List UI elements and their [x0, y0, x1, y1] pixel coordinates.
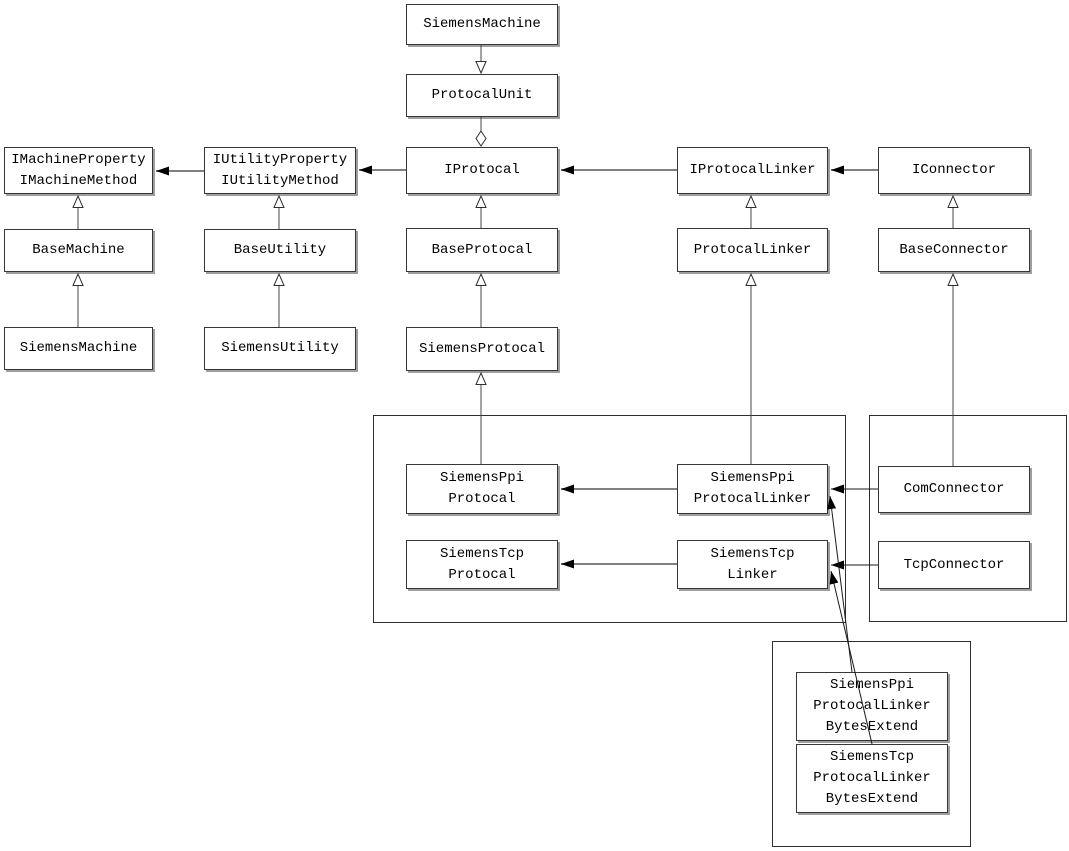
- class-label: IProtocal: [444, 162, 520, 178]
- class-box-base-utility: BaseUtility: [204, 229, 356, 272]
- class-box-siemens-tcp-linker: SiemensTcp Linker: [677, 540, 828, 589]
- class-box-siemens-ppi-protocal-linker-bytes-extend: SiemensPpi ProtocalLinker BytesExtend: [796, 672, 948, 741]
- group-box-connector-implementations: [869, 415, 1067, 622]
- class-box-base-machine: BaseMachine: [4, 229, 153, 272]
- class-box-imachine-property-method: IMachineProperty IMachineMethod: [4, 147, 153, 194]
- class-box-siemens-utility: SiemensUtility: [204, 327, 356, 370]
- class-box-siemens-machine: SiemensMachine: [4, 327, 153, 370]
- class-label: BaseConnector: [899, 241, 1009, 258]
- class-box-iprotocal-linker: IProtocalLinker: [677, 147, 828, 194]
- class-label: SiemensPpi Protocal: [439, 470, 524, 507]
- class-box-siemens-tcp-protocal: SiemensTcp Protocal: [406, 540, 558, 589]
- class-box-siemens-ppi-protocal: SiemensPpi Protocal: [406, 464, 558, 514]
- class-label: SiemensMachine: [19, 340, 138, 356]
- class-box-protocal-unit: ProtocalUnit: [406, 74, 558, 117]
- class-label: BaseUtility: [233, 242, 327, 258]
- class-label: IConnector: [911, 162, 996, 178]
- class-box-protocal-linker: ProtocalLinker: [677, 228, 828, 272]
- class-box-siemens-tcp-protocal-linker-bytes-extend: SiemensTcp ProtocalLinker BytesExtend: [796, 744, 948, 813]
- class-label: SiemensMachine: [423, 16, 541, 32]
- class-box-iprotocal: IProtocal: [406, 147, 558, 194]
- class-label: IUtilityProperty IUtilityMethod: [212, 151, 348, 189]
- class-label: IMachineProperty IMachineMethod: [11, 151, 146, 189]
- class-label: SiemensPpi ProtocalLinker BytesExtend: [813, 677, 931, 735]
- class-box-tcp-connector: TcpConnector: [878, 541, 1030, 589]
- group-box-protocal-implementations: [373, 415, 846, 623]
- class-label: SiemensTcp ProtocalLinker BytesExtend: [813, 749, 931, 807]
- class-label: SiemensUtility: [221, 340, 339, 356]
- class-label: ProtocalLinker: [693, 241, 812, 258]
- class-label: SiemensProtocal: [418, 340, 546, 357]
- class-box-siemens-ppi-protocal-linker: SiemensPpi ProtocalLinker: [677, 464, 828, 514]
- class-label: TcpConnector: [903, 556, 1005, 573]
- class-label: ProtocalUnit: [431, 87, 533, 103]
- class-label: BaseMachine: [32, 242, 125, 258]
- class-box-siemens-protocal: SiemensProtocal: [406, 327, 558, 371]
- class-label: BaseProtocal: [431, 241, 533, 258]
- class-label: ComConnector: [903, 481, 1005, 497]
- class-box-siemens-machine-top: SiemensMachine: [406, 4, 558, 45]
- class-label: SiemensTcp Protocal: [439, 545, 524, 583]
- class-label: SiemensPpi ProtocalLinker: [693, 470, 812, 507]
- class-label: IProtocalLinker: [689, 162, 816, 178]
- class-label: SiemensTcp Linker: [710, 545, 795, 583]
- class-box-com-connector: ComConnector: [878, 466, 1030, 513]
- class-box-iconnector: IConnector: [878, 147, 1030, 194]
- class-box-iutility-property-method: IUtilityProperty IUtilityMethod: [204, 147, 356, 194]
- class-box-base-protocal: BaseProtocal: [406, 228, 558, 272]
- class-box-base-connector: BaseConnector: [878, 228, 1030, 272]
